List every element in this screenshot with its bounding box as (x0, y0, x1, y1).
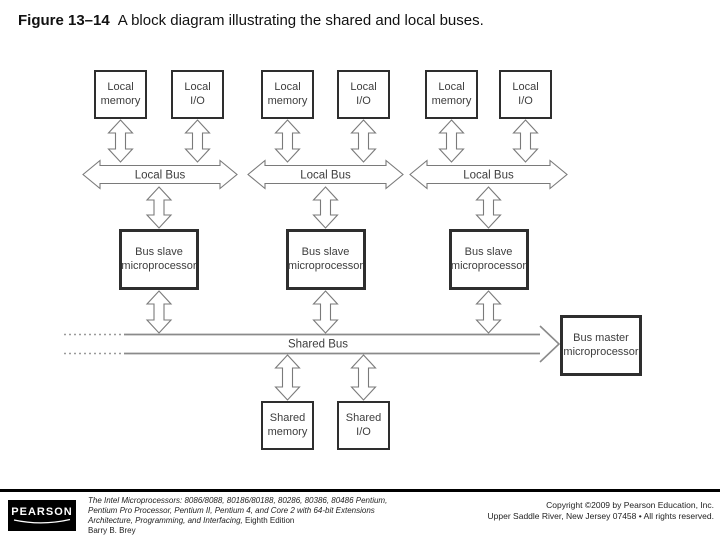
pearson-swoosh-icon (13, 518, 71, 523)
local-memory-box-2: Local memory (261, 70, 314, 119)
double-arrow-vertical (184, 119, 211, 163)
local-io-box-2: Local I/O (337, 70, 390, 119)
local-bus-arrow (247, 159, 404, 190)
figure-title: Figure 13–14 A block diagram illustrating… (18, 12, 484, 29)
double-arrow-vertical (274, 354, 301, 401)
local-io-box-1: Local I/O (171, 70, 224, 119)
shared-bus-label: Shared Bus (288, 339, 348, 351)
shared-memory-box: Shared memory (261, 401, 314, 450)
double-arrow-vertical (107, 119, 134, 163)
shared-bus-arrowhead (539, 325, 561, 363)
bus-slave-box-2: Bus slave microprocessor (285, 229, 366, 290)
local-bus-label-3: Local Bus (463, 170, 514, 182)
local-bus-arrow (82, 159, 238, 190)
citation-line-3: Architecture, Programming, and Interfaci… (88, 516, 295, 525)
double-arrow-vertical (312, 290, 339, 334)
double-arrow-vertical (475, 290, 502, 334)
double-arrow-vertical (274, 119, 301, 163)
pearson-logo: PEARSON (8, 500, 76, 531)
local-memory-box-3: Local memory (425, 70, 478, 119)
double-arrow-vertical (475, 186, 502, 229)
figure-number: Figure 13–14 (18, 12, 110, 29)
citation-line-1: The Intel Microprocessors: 8086/8088, 80… (88, 496, 388, 505)
shared-io-box: Shared I/O (337, 401, 390, 450)
copyright-notice: Copyright ©2009 by Pearson Education, In… (488, 500, 714, 522)
double-arrow-vertical (350, 119, 377, 163)
local-memory-box-1: Local memory (94, 70, 147, 119)
local-bus-arrow (409, 159, 568, 190)
pearson-logo-text: PEARSON (11, 505, 73, 518)
local-bus-label-2: Local Bus (300, 170, 351, 182)
citation-line-2: Pentium Pro Processor, Pentium II, Penti… (88, 506, 375, 515)
copyright-line-2: Upper Saddle River, New Jersey 07458 • A… (487, 511, 714, 521)
copyright-line-1: Copyright ©2009 by Pearson Education, In… (546, 500, 714, 510)
double-arrow-vertical (312, 186, 339, 229)
bus-master-box: Bus master microprocessor (560, 315, 642, 376)
footer-divider (0, 489, 720, 492)
local-bus-label-1: Local Bus (135, 170, 186, 182)
book-citation: The Intel Microprocessors: 8086/8088, 80… (88, 496, 387, 536)
double-arrow-vertical (145, 186, 173, 229)
double-arrow-vertical (145, 290, 173, 334)
figure-caption: A block diagram illustrating the shared … (117, 12, 484, 29)
bus-slave-box-3: Bus slave microprocessor (448, 229, 529, 290)
bus-slave-box-1: Bus slave microprocessor (119, 229, 199, 290)
citation-author: Barry B. Brey (88, 526, 136, 535)
double-arrow-vertical (512, 119, 539, 163)
double-arrow-vertical (350, 354, 377, 401)
local-io-box-3: Local I/O (499, 70, 552, 119)
double-arrow-vertical (438, 119, 465, 163)
